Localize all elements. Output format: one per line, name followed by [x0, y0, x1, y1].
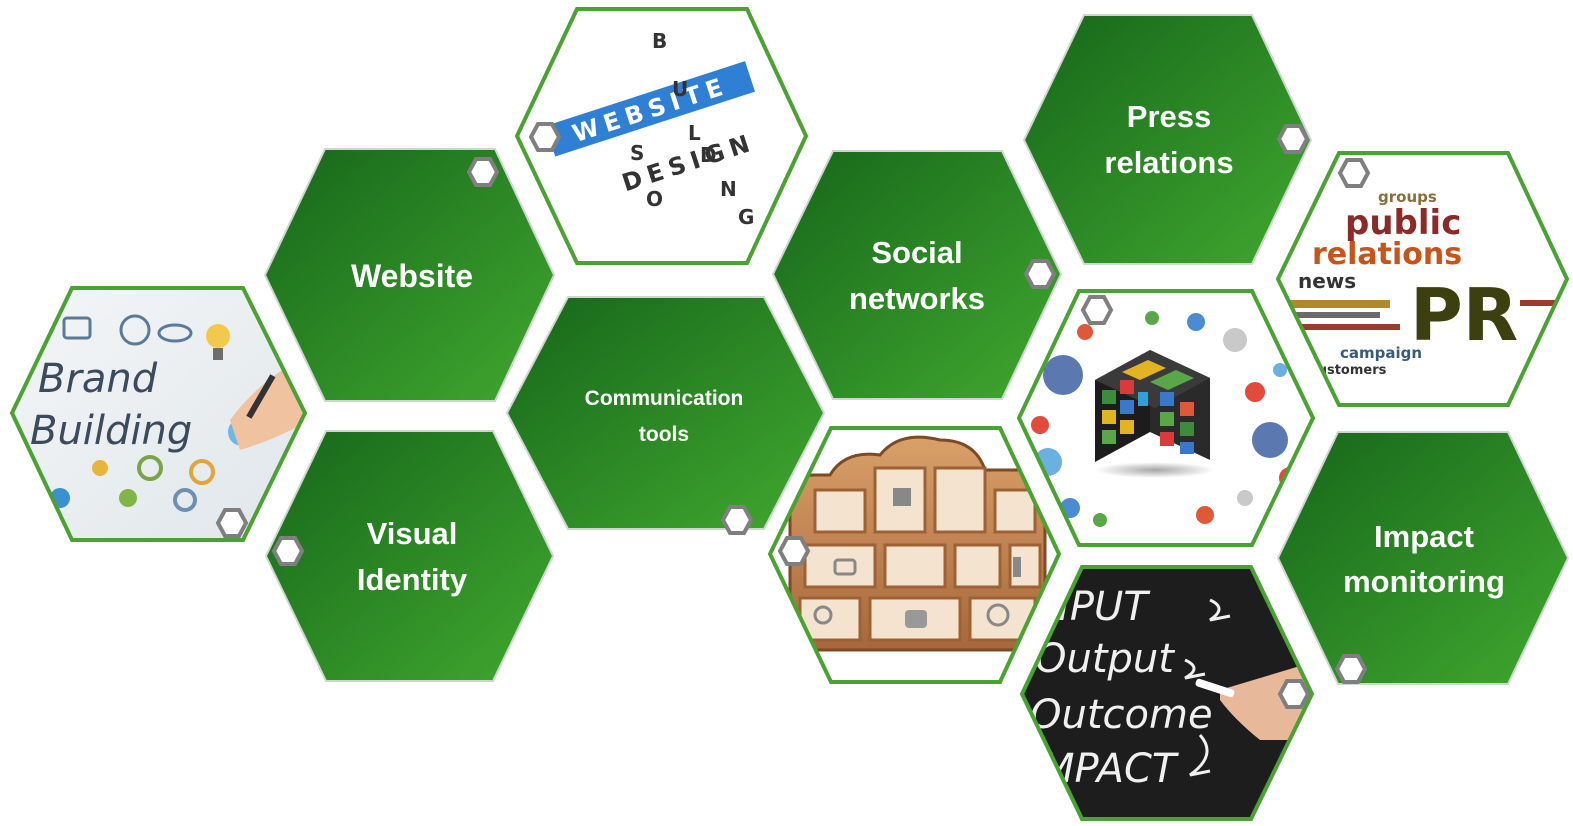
hex-press-relations-shape — [1022, 14, 1313, 265]
brand-word: Brand — [38, 356, 158, 402]
image-hex-social-cube — [1016, 289, 1316, 547]
svg-text:N: N — [720, 177, 737, 201]
crossword-building-top: B — [652, 29, 667, 53]
hex-visual-identity-line1: Visual — [367, 516, 458, 551]
svg-text:Website: Website — [351, 258, 473, 294]
connector-hex-communication — [720, 505, 754, 535]
cloud-news: news — [1298, 269, 1356, 293]
connector-hex-press — [1276, 124, 1310, 154]
hex-communication-tools-shape — [505, 296, 826, 530]
hex-impact-monitoring-shape — [1276, 431, 1570, 685]
connector-hex-impact-monitoring — [1334, 654, 1368, 684]
cloud-pr: PR — [1410, 273, 1518, 357]
svg-text:S: S — [630, 141, 644, 165]
connector-hex-visual-identity — [271, 536, 305, 566]
board-impact: MPACT — [1040, 746, 1180, 792]
hex-communication-tools: Communication tools — [505, 296, 826, 530]
cloud-relations: relations — [1312, 237, 1462, 272]
svg-text:Visual: Visual — [367, 516, 458, 551]
hex-communication-tools-line1: Communication — [585, 387, 744, 410]
hex-press-relations: Press relations — [1022, 14, 1313, 265]
hex-website: Website — [263, 148, 556, 402]
svg-text:relations: relations — [1104, 145, 1233, 180]
hex-social-networks-line1: Social — [871, 235, 962, 270]
svg-text:monitoring: monitoring — [1343, 564, 1505, 599]
board-output: Output — [1035, 636, 1175, 682]
connector-hex-shelf — [777, 536, 811, 566]
svg-text:tools: tools — [639, 423, 689, 446]
svg-text:Identity: Identity — [357, 562, 468, 597]
hex-visual-identity-line2: Identity — [357, 562, 468, 597]
connector-hex-social — [1023, 259, 1057, 289]
connector-hexagons — [215, 122, 1371, 709]
hex-press-relations-line1: Press — [1127, 99, 1211, 134]
hex-website-shape — [263, 148, 556, 402]
svg-text:Impact: Impact — [1374, 519, 1474, 554]
hex-social-networks-line2: networks — [849, 281, 985, 316]
svg-text:Communication: Communication — [585, 387, 744, 410]
hex-communication-tools-line2: tools — [639, 423, 689, 446]
connector-hex-pr-cloud — [1337, 158, 1371, 188]
hex-impact-monitoring: Impact monitoring — [1276, 431, 1570, 685]
svg-text:L: L — [688, 121, 701, 145]
hex-social-networks-shape — [771, 150, 1063, 400]
cloud-customers: customers — [1310, 363, 1387, 378]
svg-text:Press: Press — [1127, 99, 1211, 134]
hex-visual-identity: Visual Identity — [264, 430, 555, 682]
hex-press-relations-line2: relations — [1104, 145, 1233, 180]
hex-website-label: Website — [351, 258, 473, 294]
svg-text:Social: Social — [871, 235, 962, 270]
hex-impact-monitoring-line2: monitoring — [1343, 564, 1505, 599]
cloud-campaign: campaign — [1340, 344, 1422, 362]
image-hex-cloud-shelf — [767, 426, 1062, 684]
connector-hex-impact-board — [1277, 679, 1311, 709]
connector-hex-website — [466, 157, 500, 187]
hex-social-networks: Social networks — [771, 150, 1063, 400]
image-hex-impact-board: NPUT Output Outcome MPACT — [1019, 565, 1315, 821]
svg-text:G: G — [738, 205, 754, 229]
building-word: Building — [30, 408, 192, 454]
connector-hex-brand — [215, 508, 249, 538]
cloud-groups: groups — [1378, 188, 1437, 206]
svg-text:U: U — [672, 77, 688, 101]
image-hex-pr-word-cloud: groups public relations news PR campaign… — [1275, 151, 1570, 407]
hex-visual-identity-shape — [264, 430, 555, 682]
svg-text:networks: networks — [849, 281, 985, 316]
svg-text:D: D — [700, 143, 717, 167]
board-outcome: Outcome — [1030, 692, 1213, 738]
svg-text:O: O — [646, 187, 663, 211]
hex-impact-monitoring-line1: Impact — [1374, 519, 1474, 554]
connector-hex-crossword — [528, 122, 562, 152]
image-hex-website-crossword: WEBSITE DESIGN B U L D N G S O — [514, 7, 809, 265]
cloud-public: public — [1345, 203, 1461, 243]
connector-hex-cube — [1080, 295, 1114, 325]
image-hex-brand-building: Brand Building — [9, 286, 308, 542]
